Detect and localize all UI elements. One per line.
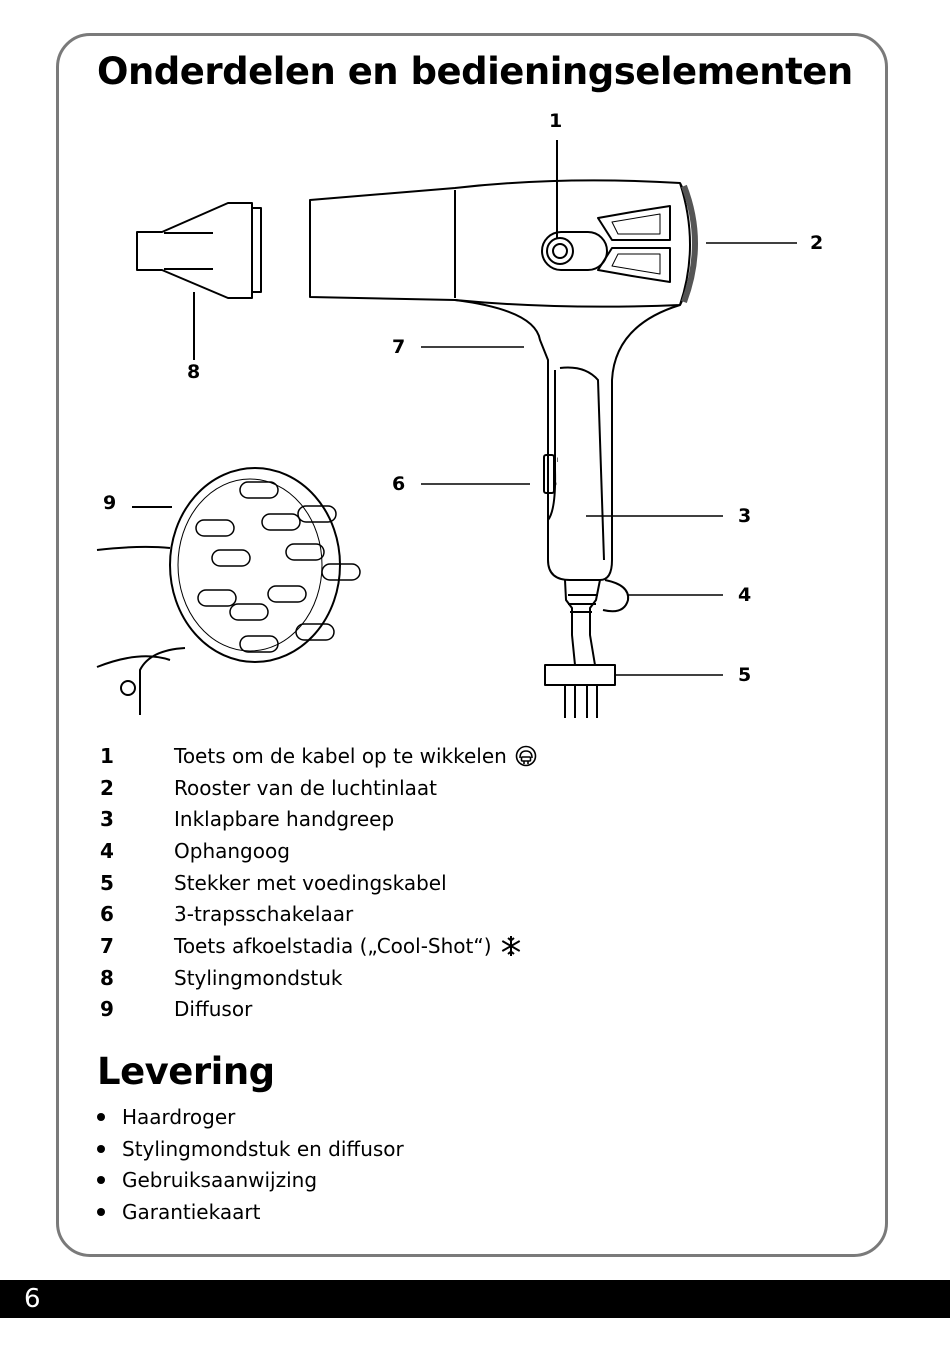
item-label: Rooster van de luchtinlaat bbox=[174, 775, 437, 800]
item-label: 3-trapsschakelaar bbox=[174, 902, 354, 927]
item-number: 9 bbox=[100, 997, 114, 1022]
styling-nozzle-drawing bbox=[136, 202, 262, 360]
delivery-title: Levering bbox=[97, 1050, 275, 1093]
bullet bbox=[97, 1144, 105, 1153]
dryer-body-drawing bbox=[309, 140, 698, 718]
snowflake-icon bbox=[501, 935, 520, 956]
item-number: 2 bbox=[100, 775, 114, 800]
list-item: Haardroger bbox=[97, 1101, 404, 1133]
delivery-item: Stylingmondstuk en diffusor bbox=[122, 1136, 404, 1161]
list-item: Gebruiksaanwijzing bbox=[97, 1164, 404, 1196]
list-item: 2 Rooster van de luchtinlaat bbox=[100, 772, 537, 804]
item-number: 1 bbox=[100, 743, 114, 768]
hairdryer-illustration bbox=[96, 140, 797, 718]
item-number: 4 bbox=[100, 838, 114, 863]
delivery-item: Gebruiksaanwijzing bbox=[122, 1168, 318, 1193]
switch-mark: 0 bbox=[553, 481, 557, 488]
page-frame bbox=[56, 33, 888, 1257]
callout-8: 8 bbox=[187, 361, 201, 383]
callout-5: 5 bbox=[738, 664, 752, 686]
switch-mark: I bbox=[553, 473, 555, 480]
callout-3: 3 bbox=[738, 505, 752, 527]
item-label: Diffusor bbox=[174, 997, 253, 1022]
switch-mark: III bbox=[553, 457, 559, 464]
list-item: 1 Toets om de kabel op te wikkelen bbox=[100, 740, 537, 772]
switch-markings: III II I 0 bbox=[553, 457, 558, 489]
parts-list: 1 Toets om de kabel op te wikkelen 2 Roo… bbox=[100, 740, 537, 1025]
cord-wind-icon bbox=[515, 745, 537, 767]
item-label: Toets afkoelstadia („Cool-Shot“) bbox=[174, 933, 492, 958]
bullet bbox=[97, 1112, 105, 1121]
list-item: 3 Inklapbare handgreep bbox=[100, 803, 537, 835]
item-number: 6 bbox=[100, 902, 114, 927]
list-item: 9 Diffusor bbox=[100, 994, 537, 1026]
page-title: Onderdelen en bedieningselementen bbox=[97, 50, 853, 93]
delivery-list: Haardroger Stylingmondstuk en diffusor G… bbox=[97, 1101, 404, 1228]
page-number: 6 bbox=[24, 1284, 41, 1314]
list-item: 6 3-trapsschakelaar bbox=[100, 898, 537, 930]
callout-1: 1 bbox=[549, 110, 563, 132]
item-label: Inklapbare handgreep bbox=[174, 807, 395, 832]
bullet bbox=[97, 1207, 105, 1216]
callout-9: 9 bbox=[103, 492, 117, 514]
item-number: 7 bbox=[100, 933, 114, 958]
item-number: 8 bbox=[100, 965, 114, 990]
item-label: Stekker met voedingskabel bbox=[174, 870, 447, 895]
item-label: Ophangoog bbox=[174, 838, 290, 863]
item-label: Stylingmondstuk bbox=[174, 965, 343, 990]
bullet bbox=[97, 1176, 105, 1185]
item-label: Toets om de kabel op te wikkelen bbox=[174, 743, 507, 768]
list-item: 4 Ophangoog bbox=[100, 835, 537, 867]
list-item: 8 Stylingmondstuk bbox=[100, 962, 537, 994]
leader-lines bbox=[421, 242, 797, 676]
list-item: Stylingmondstuk en diffusor bbox=[97, 1133, 404, 1165]
delivery-item: Garantiekaart bbox=[122, 1199, 261, 1224]
delivery-item: Haardroger bbox=[122, 1104, 236, 1129]
callout-4: 4 bbox=[738, 584, 752, 606]
list-item: 7 Toets afkoelstadia („Cool-Shot“) bbox=[100, 930, 537, 962]
item-number: 5 bbox=[100, 870, 114, 895]
diffuser-drawing bbox=[96, 467, 361, 715]
switch-mark: II bbox=[553, 465, 557, 472]
list-item: 5 Stekker met voedingskabel bbox=[100, 867, 537, 899]
item-number: 3 bbox=[100, 807, 114, 832]
callout-2: 2 bbox=[810, 232, 824, 254]
list-item: Garantiekaart bbox=[97, 1196, 404, 1228]
callout-7: 7 bbox=[392, 336, 406, 358]
footer-bar: 6 bbox=[0, 1280, 950, 1318]
callout-6: 6 bbox=[392, 473, 406, 495]
